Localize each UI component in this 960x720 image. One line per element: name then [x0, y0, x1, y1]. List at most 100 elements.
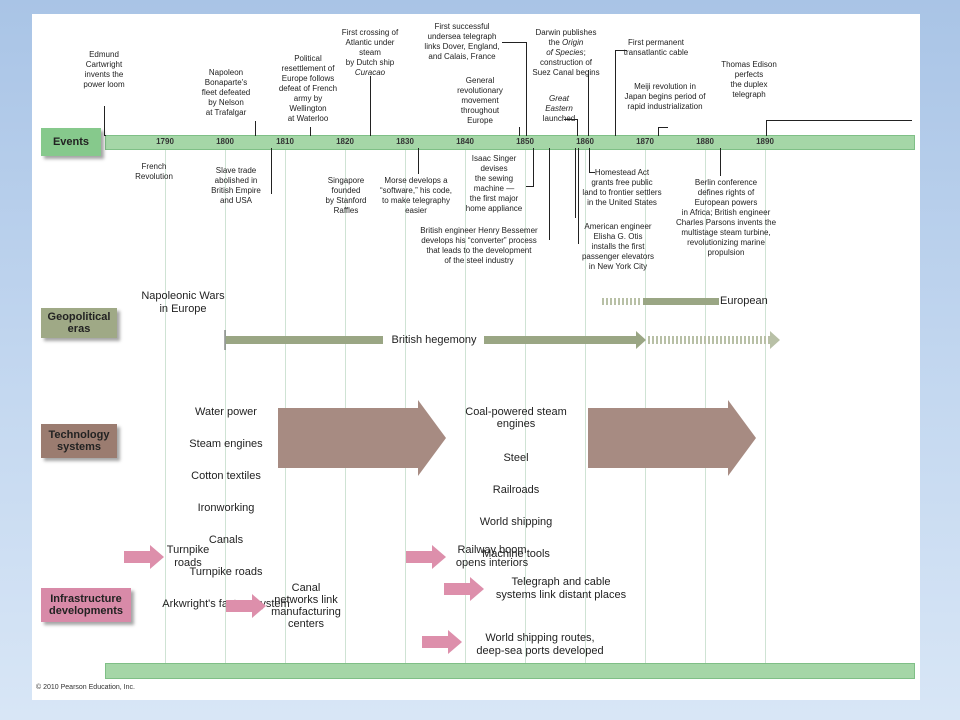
infra-turnpike: Turnpike roads [166, 544, 210, 569]
event-general: General revolutionary movement throughou… [457, 76, 503, 125]
infra-arrow-canal [226, 594, 266, 618]
infra-railway: Railway boom opens interiors [455, 544, 529, 569]
category-events: Events [41, 128, 101, 156]
event-darwin: Darwin publishes the Origin of Species; … [526, 18, 606, 78]
event-berlin: Berlin conference defines rights of Euro… [675, 178, 777, 257]
event-homestead: Homestead Act grants free public land to… [582, 168, 662, 207]
british-hegemony-label: British hegemony [391, 334, 477, 346]
leader-line [615, 50, 616, 136]
tech-item: Railroads [492, 484, 540, 496]
diagram-panel: 1790 1800 1810 1820 1830 1840 1850 1860 … [32, 14, 920, 700]
leader-line [533, 148, 534, 186]
gridline-1840 [465, 148, 466, 678]
category-technology: Technology systems [41, 424, 117, 458]
european-bar [602, 298, 719, 305]
tick-1830: 1830 [396, 137, 414, 146]
tick-1890: 1890 [756, 137, 774, 146]
tick-1840: 1840 [456, 137, 474, 146]
leader-line [588, 70, 589, 136]
leader-line [418, 148, 419, 174]
leader-line [766, 120, 912, 121]
gridline-1790 [165, 148, 166, 678]
bottom-bar [105, 663, 915, 679]
event-bessemer: British engineer Henry Bessemer develops… [420, 226, 538, 265]
event-otis: American engineer Elisha G. Otis install… [581, 222, 655, 271]
infra-canal: Canal networks link manufacturing center… [271, 582, 341, 630]
leader-line [575, 148, 576, 218]
infra-arrow-telegraph [444, 577, 484, 601]
tick-1870: 1870 [636, 137, 654, 146]
event-trafalgar: Napoleon Bonaparte's fleet defeated by N… [201, 68, 251, 117]
tech-item: Water power [195, 406, 257, 418]
tech-item: Ironworking [197, 502, 255, 514]
tech-second-list: Coal-powered steam engines Steel Railroa… [444, 390, 588, 578]
event-cartwright: Edmund Cartwright invents the power loom [83, 50, 125, 89]
gridline-1890 [765, 148, 766, 678]
timeline-bar [105, 135, 915, 150]
infra-shipping: World shipping routes, deep-sea ports de… [476, 632, 604, 657]
gridline-1800 [225, 148, 226, 678]
copyright: © 2010 Pearson Education, Inc. [36, 684, 135, 691]
tick-1810: 1810 [276, 137, 294, 146]
european-label: European [720, 295, 768, 307]
leader-line [658, 127, 659, 136]
leader-line [589, 172, 595, 173]
tick-1860: 1860 [576, 137, 594, 146]
leader-line [549, 148, 550, 240]
infra-arrow-railway [406, 545, 446, 569]
event-darwin-text: Darwin publishes the [535, 28, 597, 47]
leader-line [502, 42, 527, 43]
leader-line [104, 106, 105, 136]
event-great-eastern-name: Great Eastern [545, 94, 573, 113]
tech-item: World shipping [479, 516, 553, 528]
tick-1850: 1850 [516, 137, 534, 146]
tick-1800: 1800 [216, 137, 234, 146]
british-hegemony-arrow [224, 330, 780, 350]
leader-line [577, 119, 578, 136]
infra-arrow-shipping [422, 630, 462, 654]
leader-line [766, 120, 767, 136]
event-atlantic-ship: Curacao [354, 68, 386, 77]
leader-line [578, 148, 579, 244]
leader-line [658, 127, 668, 128]
event-morse: Morse develops a “software,” his code, t… [379, 176, 453, 215]
leader-line [104, 135, 106, 136]
leader-line [720, 148, 721, 176]
tech-item: Turnpike roads [189, 566, 263, 578]
event-cable: First permanent transatlantic cable [623, 38, 689, 57]
leader-line [310, 127, 311, 136]
tick-1790: 1790 [156, 137, 174, 146]
event-darwin-title: Origin of Species [546, 38, 584, 57]
category-infrastructure: Infrastructure developments [41, 588, 131, 622]
tech-item: Steam engines [189, 438, 263, 450]
leader-line [519, 127, 520, 136]
event-atlantic-text: First crossing of Atlantic under steam b… [341, 28, 399, 67]
tech-arrow-1 [278, 400, 446, 476]
event-singapore: Singapore founded by Stanford Raffles [325, 176, 367, 215]
gridline-1860 [585, 148, 586, 678]
leader-line [370, 76, 371, 136]
infra-telegraph: Telegraph and cable systems link distant… [495, 576, 627, 601]
tech-item: Coal-powered steam engines [465, 406, 567, 430]
leader-line [255, 121, 256, 136]
leader-line [589, 148, 590, 172]
event-great-eastern-text: launched [542, 114, 576, 123]
tech-item: Canals [208, 534, 244, 546]
gridline-1850 [525, 148, 526, 678]
event-edison: Thomas Edison perfects the duplex telegr… [721, 60, 777, 99]
napoleonic-wars-label: Napoleonic Wars in Europe [141, 290, 225, 315]
tech-item: Machine tools [482, 548, 550, 560]
leader-line [526, 186, 534, 187]
event-undersea: First successful undersea telegraph link… [424, 22, 500, 61]
tick-1880: 1880 [696, 137, 714, 146]
tick-1820: 1820 [336, 137, 354, 146]
tech-item: Cotton textiles [191, 470, 261, 482]
leader-line [526, 42, 527, 136]
leader-line [615, 50, 627, 51]
event-slave-trade: Slave trade abolished in British Empire … [211, 166, 261, 205]
tech-item: Steel [503, 452, 529, 464]
infra-arrow-turnpike [124, 545, 164, 569]
event-waterloo: Political resettlement of Europe follows… [278, 54, 338, 123]
event-french-revolution: French Revolution [135, 162, 173, 181]
